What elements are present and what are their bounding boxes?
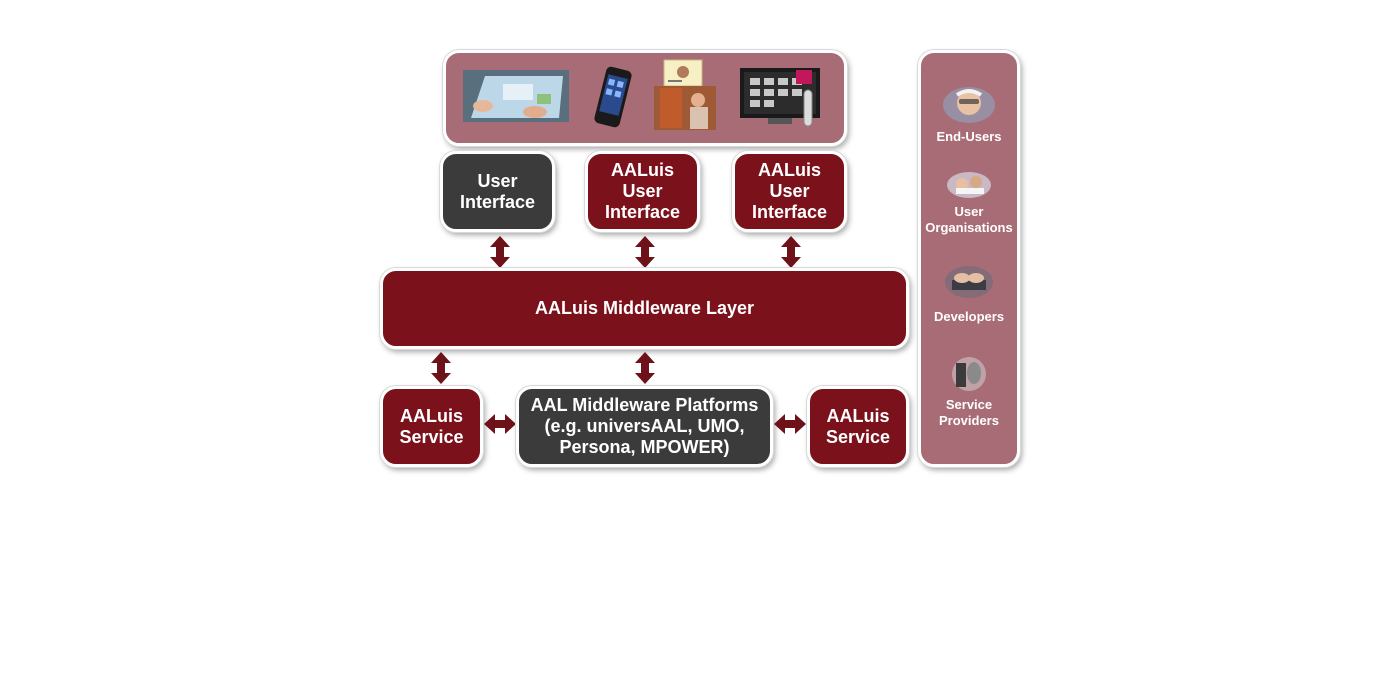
middleware-layer-box: AALuis Middleware Layer — [380, 268, 909, 349]
service-providers-label: Service Providers — [939, 397, 999, 428]
middleware-layer-label: AALuis Middleware Layer — [534, 298, 755, 318]
end-users-label: End-Users — [936, 129, 1002, 144]
tv-with-remote-image — [740, 68, 820, 127]
aaluis-user-interface-box-2: AALuis User Interface — [732, 151, 847, 232]
user-interface-label: User Interface — [459, 170, 536, 212]
vertical-arrow-1 — [490, 236, 510, 268]
vertical-arrow-3 — [781, 236, 801, 268]
aaluis-service-right-box: AALuis Service — [807, 386, 909, 467]
service-providers-image — [952, 357, 986, 391]
kiosk-display-image — [654, 59, 716, 130]
aaluis-service-right-label: AALuis Service — [825, 405, 891, 447]
user-organisations-image — [947, 172, 991, 198]
vertical-arrow-2 — [635, 236, 655, 268]
aaluis-user-interface-box-1: AALuis User Interface — [585, 151, 700, 232]
user-interface-box: User Interface — [440, 151, 555, 232]
end-users-image — [943, 87, 995, 123]
aal-middleware-platforms-label: AAL Middleware Platforms (e.g. universAA… — [530, 395, 759, 457]
aaluis-service-left-label: AALuis Service — [399, 405, 464, 447]
aaluis-user-interface-label-1: AALuis User Interface — [604, 160, 681, 222]
smartphone-image — [594, 66, 632, 128]
aaluis-service-left-box: AALuis Service — [380, 386, 483, 467]
vertical-arrow-5 — [635, 352, 655, 384]
user-organisations-label: User Organisations — [925, 204, 1013, 235]
vertical-arrow-4 — [431, 352, 451, 384]
developers-image — [945, 266, 993, 298]
developers-label: Developers — [933, 309, 1005, 324]
aaluis-user-interface-label-2: AALuis User Interface — [751, 160, 828, 222]
tabletop-surface-image — [463, 70, 569, 122]
horizontal-arrow-left — [484, 414, 516, 434]
horizontal-arrow-right — [774, 414, 806, 434]
aal-middleware-platforms-box: AAL Middleware Platforms (e.g. universAA… — [516, 386, 773, 467]
